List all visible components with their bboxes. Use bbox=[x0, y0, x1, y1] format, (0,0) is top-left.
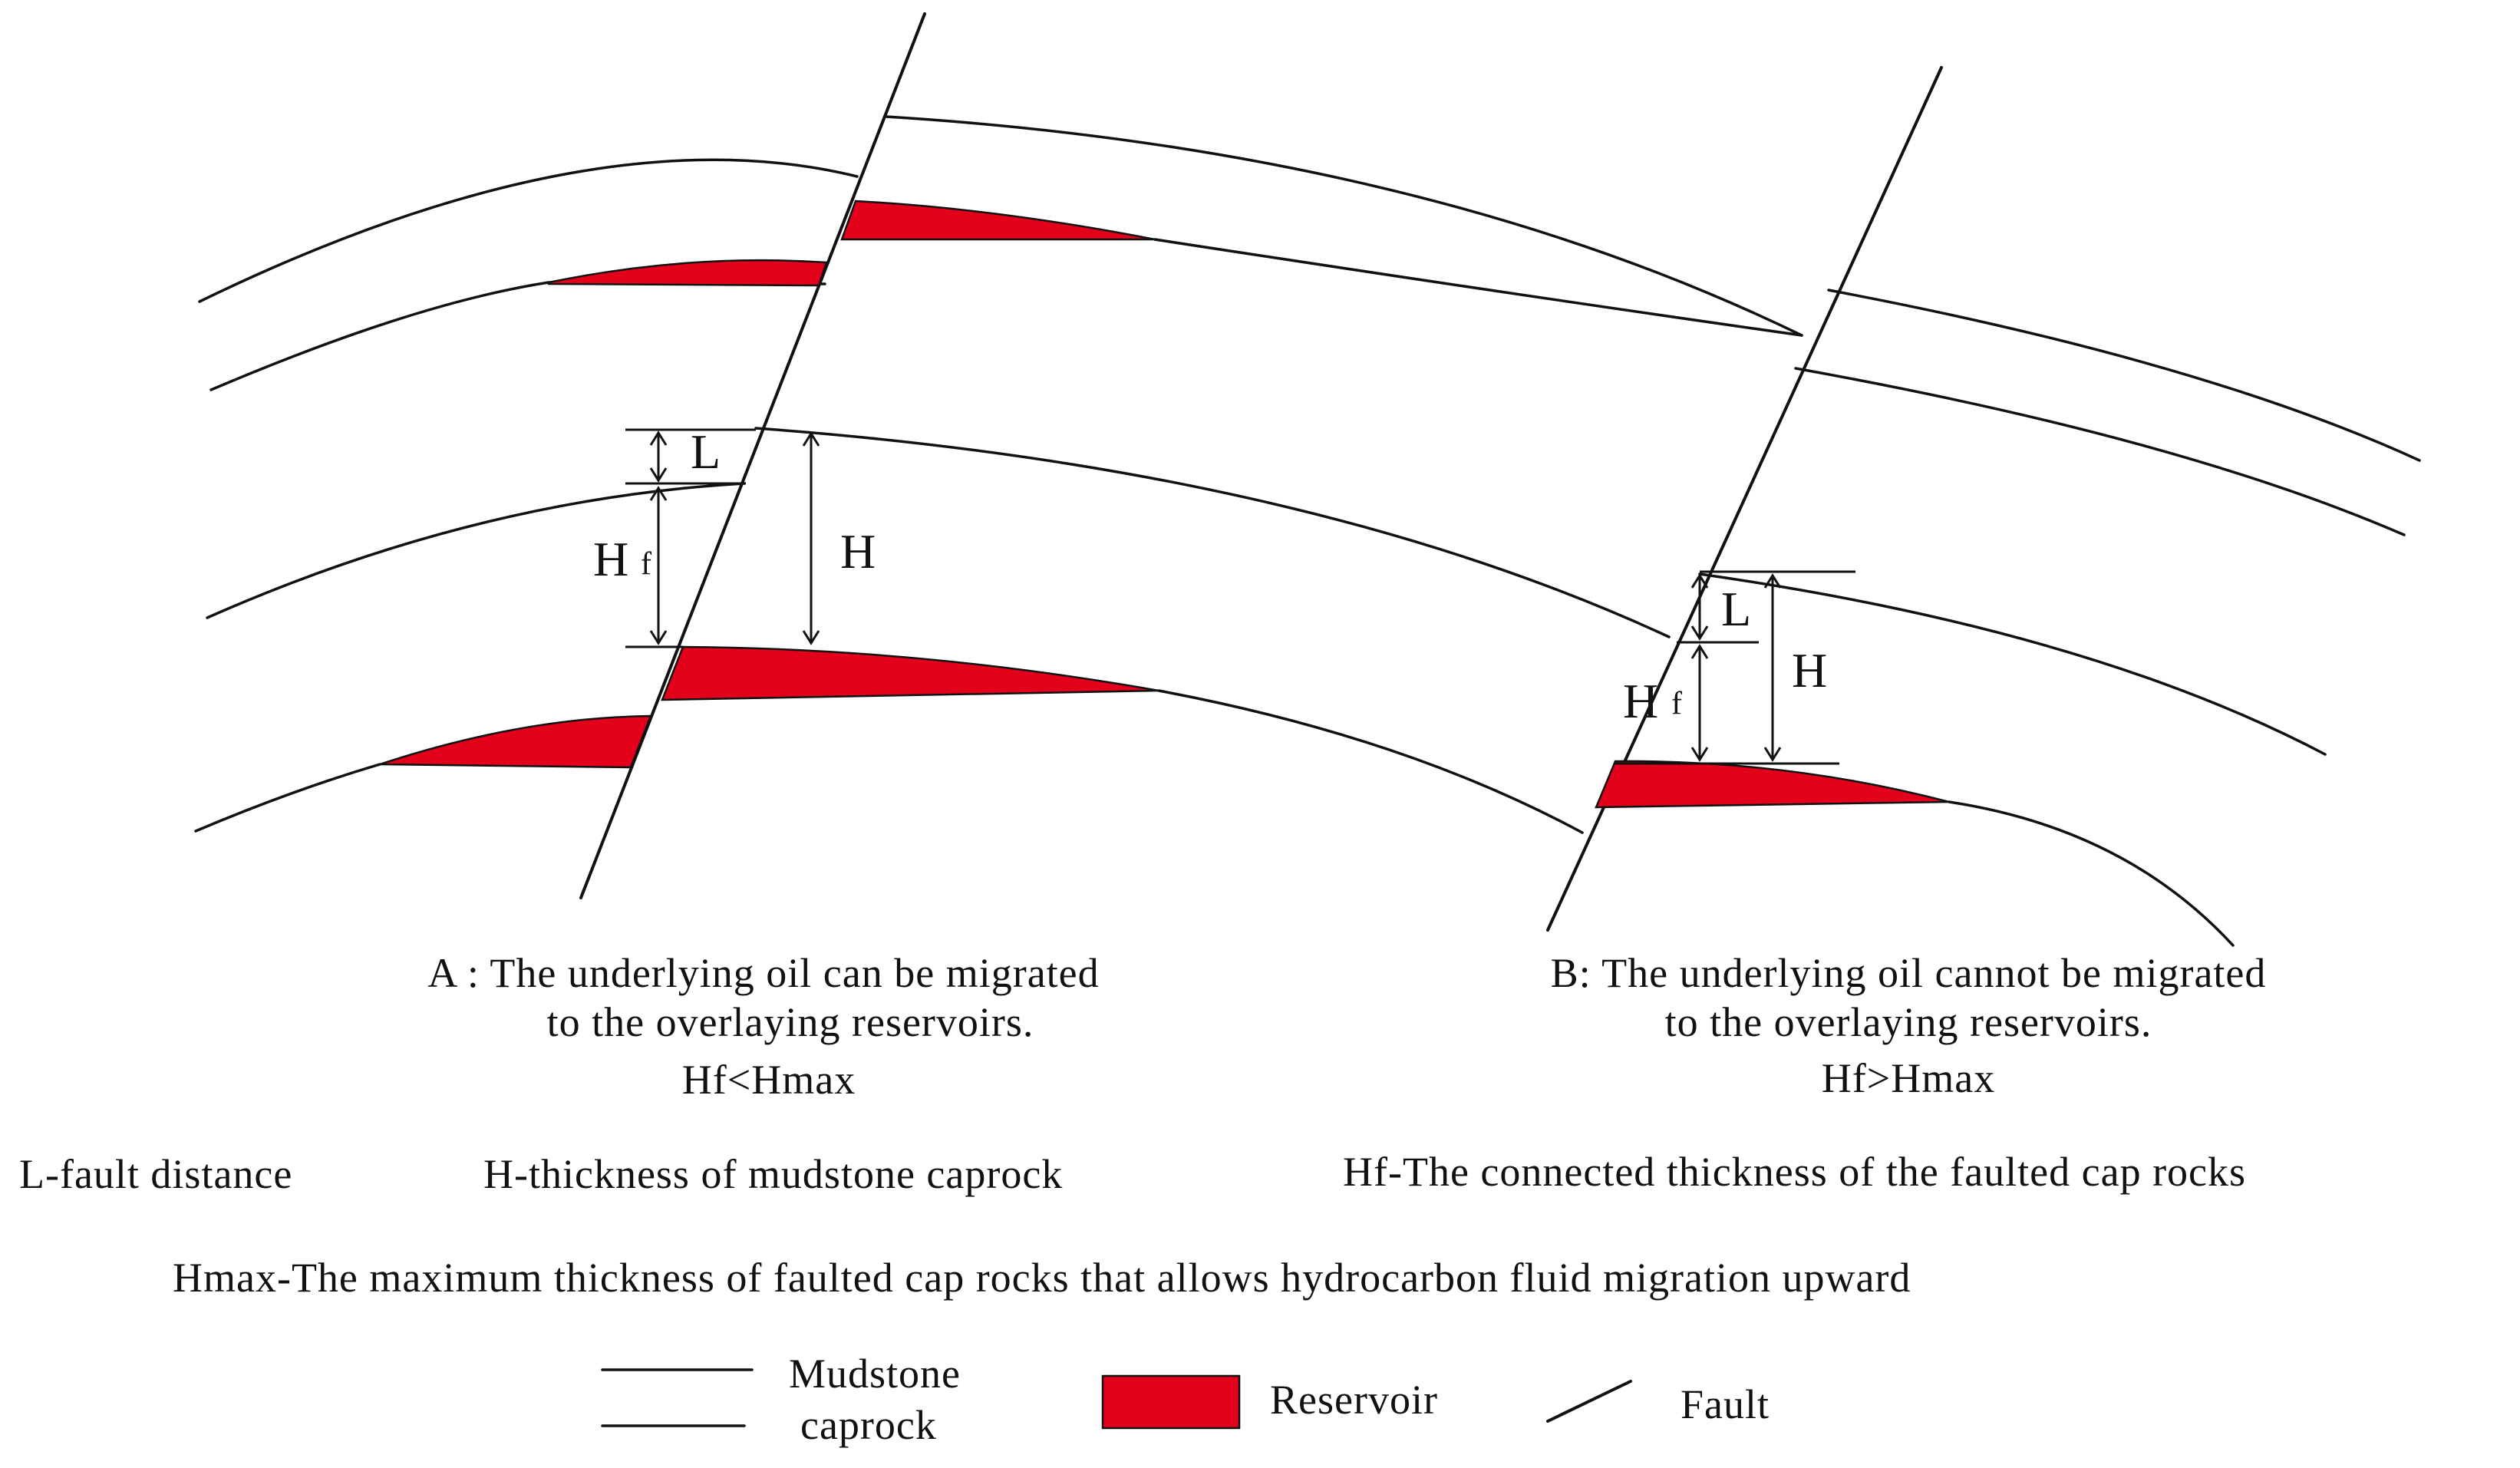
arrowhead bbox=[1763, 573, 1782, 589]
definition-hmax: Hmax-The maximum thickness of faulted ca… bbox=[173, 1255, 1911, 1301]
mudstone-line bbox=[1827, 289, 2421, 462]
caption-b-line2: to the overlaying reservoirs. bbox=[1665, 999, 2152, 1045]
legend-mudstone-label: Mudstone bbox=[789, 1351, 961, 1397]
arrowhead bbox=[649, 467, 668, 483]
mudstone-line bbox=[194, 763, 381, 833]
b-h-label: H bbox=[1792, 643, 1827, 698]
arrowhead bbox=[649, 486, 668, 501]
reservoir-body bbox=[547, 259, 828, 287]
legend: Mudstone caprock Reservoir Fault bbox=[601, 1351, 1770, 1448]
mudstone-line bbox=[209, 281, 826, 391]
b-hf-label: H bbox=[1623, 674, 1658, 728]
mudstone-line bbox=[206, 482, 746, 619]
arrowhead bbox=[802, 630, 820, 645]
arrowhead bbox=[1690, 573, 1709, 589]
a-h-label: H bbox=[840, 524, 876, 579]
caption-a-condition: Hf<Hmax bbox=[682, 1057, 856, 1103]
caption-b-condition: Hf>Hmax bbox=[1822, 1055, 1995, 1101]
b-hf-subscript: f bbox=[1671, 686, 1682, 721]
arrowhead bbox=[1690, 644, 1709, 659]
mudstone-line bbox=[885, 115, 1803, 337]
a-hf-subscript: f bbox=[641, 546, 651, 582]
legend-fault-line bbox=[1546, 1380, 1632, 1423]
arrowhead bbox=[1690, 625, 1709, 641]
definition-h: H-thickness of mudstone caprock bbox=[483, 1151, 1063, 1197]
definition-l: L-fault distance bbox=[19, 1151, 292, 1197]
a-hf-label: H bbox=[593, 532, 628, 586]
reservoir-body bbox=[661, 645, 1159, 701]
caption-b-line1: B: The underlying oil cannot be migrated bbox=[1551, 950, 2267, 996]
arrowhead bbox=[1763, 747, 1782, 762]
mudstone-line bbox=[1157, 689, 1584, 834]
legend-reservoir-swatch bbox=[1101, 1374, 1241, 1430]
caption-a-line1: A : The underlying oil can be migrated bbox=[427, 950, 1099, 996]
arrowhead bbox=[649, 431, 668, 446]
definition-hf: Hf-The connected thickness of the faulte… bbox=[1343, 1149, 2246, 1195]
arrowhead bbox=[649, 630, 668, 645]
reservoir-body bbox=[840, 200, 1156, 241]
b-l-label: L bbox=[1721, 582, 1751, 636]
mudstone-line bbox=[1153, 238, 1803, 337]
arrowhead bbox=[802, 431, 820, 447]
a-l-label: L bbox=[691, 424, 721, 479]
legend-fault-label: Fault bbox=[1681, 1381, 1770, 1427]
mudstone-line bbox=[1794, 367, 2406, 536]
reservoir-body bbox=[379, 714, 652, 769]
mudstone-line bbox=[754, 427, 1671, 638]
arrowhead bbox=[1690, 747, 1709, 762]
reservoir-body bbox=[1595, 760, 1950, 809]
mudstone-line bbox=[1698, 572, 2327, 756]
legend-reservoir-label: Reservoir bbox=[1270, 1377, 1438, 1423]
caption-a-line2: to the overlaying reservoirs. bbox=[547, 999, 1034, 1045]
legend-caprock-label: caprock bbox=[800, 1402, 937, 1448]
mudstone-line bbox=[198, 158, 859, 303]
mudstone-line bbox=[1948, 800, 2235, 947]
